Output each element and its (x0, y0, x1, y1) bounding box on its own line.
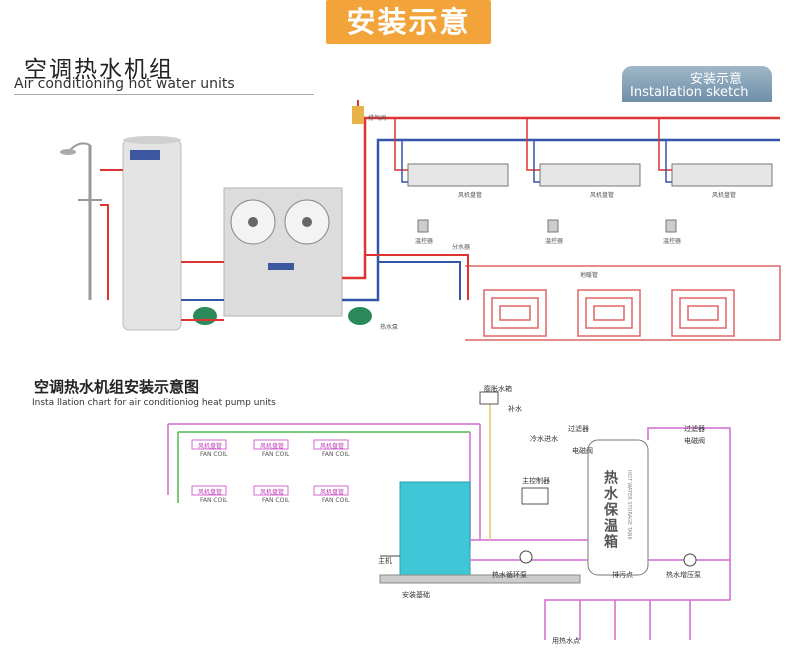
section-title-en: Air conditioning hot water units (14, 76, 235, 92)
fan-coil-box-label: 风机盘管 (260, 443, 285, 450)
fan-coil-box-label: 风机盘管 (260, 489, 285, 496)
hot-water-outlet-label: 用热水点 (552, 637, 580, 645)
fan-coil-units (394, 118, 773, 187)
installation-sketch-badge (622, 66, 772, 102)
thermostat-icon (547, 219, 559, 233)
chart-title-cn: 空调热水机组安装示意图 (34, 378, 200, 396)
fan-coil-box-label-en: FAN COIL (200, 497, 228, 504)
fan-coil-box-label: 风机盘管 (320, 489, 345, 496)
thermostat-label: 温控器 (415, 238, 434, 245)
thermostat-icon (665, 219, 677, 233)
filter-label: 过滤器 (568, 425, 589, 433)
pump-icon (193, 307, 217, 325)
fan-coil-box-label-en: FAN COIL (322, 497, 350, 504)
main-controller-label: 主控制器 (522, 477, 550, 485)
thermostat-label: 温控器 (663, 238, 682, 245)
supply-label: 补水 (508, 405, 522, 413)
fan-coil-boxes (191, 439, 349, 496)
section-title-cn: 空调热水机组 (24, 57, 174, 83)
fan-coil-label: 风机盘管 (712, 192, 737, 199)
circulation-pump-label: 热水泵 (380, 324, 399, 331)
badge-label-en: Installation sketch (630, 85, 749, 100)
circulation-pump-label: 热水循环泵 (492, 571, 527, 579)
discharge-point-label: 排污点 (612, 571, 633, 579)
floor-heating-label: 地暖管 (580, 272, 599, 279)
solenoid-label: 电磁阀 (684, 437, 705, 445)
shower-fixture (60, 142, 102, 300)
filter-label: 过滤器 (684, 425, 705, 433)
fan-coil-box-label-en: FAN COIL (262, 497, 290, 504)
exhaust-valve-icon (352, 106, 364, 124)
fan-coil-box-label-en: FAN COIL (322, 451, 350, 458)
fan-coil-box-label-en: FAN COIL (262, 451, 290, 458)
badge-label-cn: 安装示意 (690, 72, 743, 87)
water-separator-label: 分水器 (452, 244, 471, 251)
solenoid-label: 电磁阀 (572, 447, 593, 455)
installation-base-label: 安装基础 (402, 591, 430, 599)
floor-heating-loops (465, 265, 781, 341)
circulation-pump-icon (519, 550, 533, 564)
booster-pump-icon (683, 553, 697, 567)
fan-coil-box-label: 风机盘管 (198, 443, 223, 450)
heat-pump-outdoor-unit (223, 187, 343, 317)
fan-coil-box-label: 风机盘管 (320, 443, 345, 450)
title-divider (14, 94, 314, 95)
pump-icon (348, 307, 372, 325)
thermostat-label: 温控器 (545, 238, 564, 245)
cold-water-inlet-label: 冷水进水 (530, 435, 558, 443)
hot-water-tank (122, 136, 182, 331)
thermostat-icon (417, 219, 429, 233)
booster-pump-label: 热水增压泵 (666, 571, 701, 579)
exhaust-valve-label: 排气阀 (368, 115, 387, 122)
hot-water-storage-tank (587, 439, 649, 576)
expansion-tank-icon (479, 391, 499, 405)
host-unit (399, 481, 471, 578)
expansion-tank-label: 膨胀水箱 (484, 385, 512, 393)
fan-coil-label: 风机盘管 (458, 192, 483, 199)
host-label: 主机 (378, 557, 392, 565)
tank-label-en: HOT WATER STORAGE TANK (626, 470, 632, 540)
chart-title-en: Insta llation chart for air conditioniog… (32, 398, 276, 408)
installation-base (379, 574, 581, 584)
main-controller-icon (521, 487, 549, 505)
fan-coil-box-label-en: FAN COIL (200, 451, 228, 458)
fan-coil-box-label: 风机盘管 (198, 489, 223, 496)
main-title: 安装示意 (326, 0, 491, 44)
tank-label: 热水保温箱 (602, 470, 618, 550)
fan-coil-label: 风机盘管 (590, 192, 615, 199)
